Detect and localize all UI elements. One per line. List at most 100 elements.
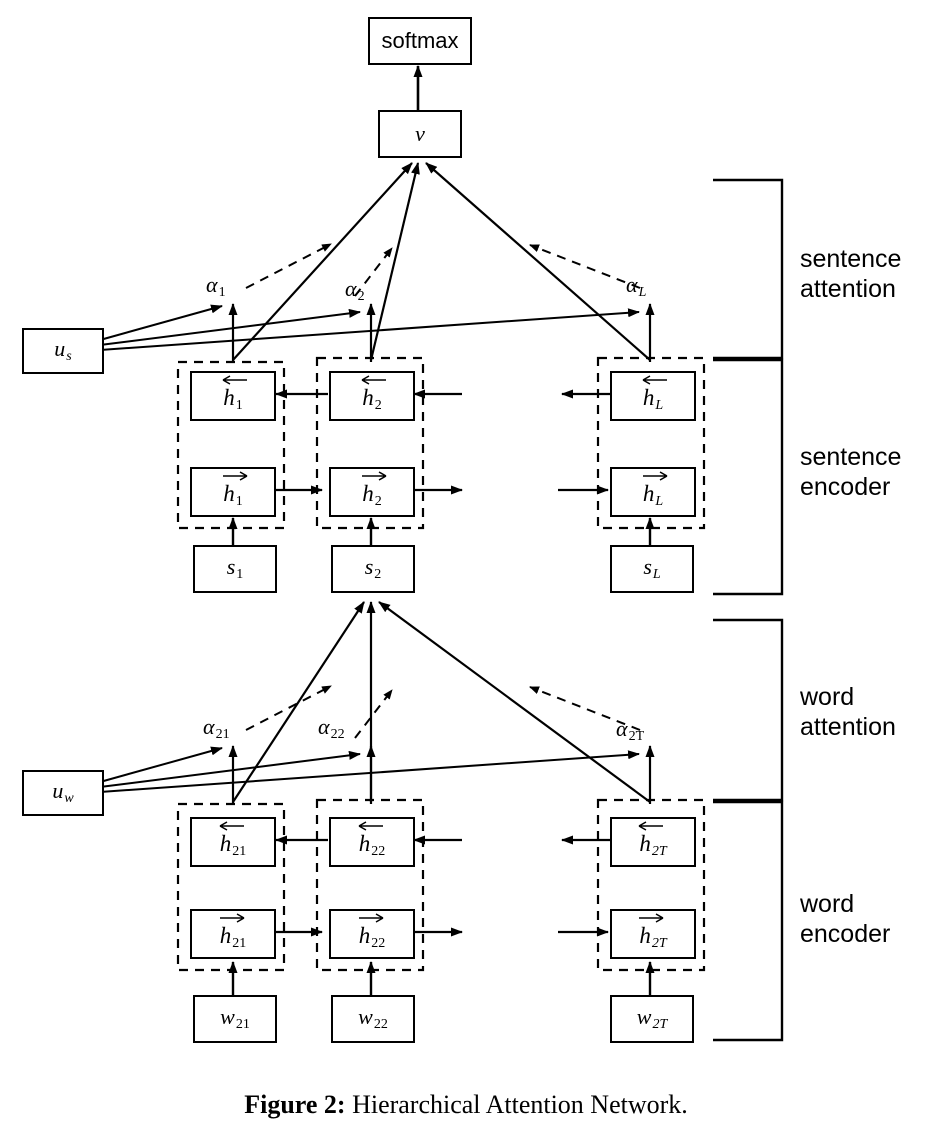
h-sub: 2T <box>651 843 667 859</box>
right-arrow-accent-icon <box>358 913 384 923</box>
word-forward-state-22[interactable]: h22 <box>329 909 415 959</box>
sentence-backward-state-L[interactable]: hL <box>610 371 696 421</box>
left-arrow-accent-icon <box>222 375 248 385</box>
h-base: h <box>639 923 651 949</box>
left-arrow-accent-icon <box>361 375 387 385</box>
h-base: h <box>358 831 371 857</box>
h-base: h <box>219 831 232 857</box>
s-sub: 1 <box>236 566 244 582</box>
sentence-forward-state-L[interactable]: hL <box>610 467 696 517</box>
document-vector-label: v <box>415 121 425 146</box>
h-base: h <box>223 385 235 411</box>
word-context-vector-box[interactable]: uw <box>22 770 104 816</box>
h-sub: 1 <box>235 493 243 509</box>
alpha-w2T-base: α <box>616 716 628 741</box>
h-base: h <box>358 923 371 949</box>
h-sub: 22 <box>371 935 386 951</box>
alpha-w22-base: α <box>318 714 330 739</box>
alpha-s2-base: α <box>345 276 357 301</box>
group-label-sentence-attention: sentence attention <box>800 245 902 303</box>
h-base: h <box>362 481 374 507</box>
h-base: h <box>223 481 235 507</box>
alpha-label-w22: α22 <box>318 714 345 743</box>
h-sub: 21 <box>232 843 247 859</box>
word-forward-state-2T[interactable]: h2T <box>610 909 696 959</box>
h-sub: 2T <box>651 935 667 951</box>
h-sub: L <box>655 397 664 413</box>
left-arrow-accent-icon <box>638 821 664 831</box>
sentence-context-vector-box[interactable]: us <box>22 328 104 374</box>
word-backward-state-21[interactable]: h21 <box>190 817 276 867</box>
sentence-input-L[interactable]: sL <box>610 545 694 593</box>
sentence-forward-state-1[interactable]: h1 <box>190 467 276 517</box>
softmax-label: softmax <box>381 28 459 53</box>
left-arrow-accent-icon <box>642 375 667 385</box>
h-base: h <box>639 831 651 857</box>
sentence-backward-state-2[interactable]: h2 <box>329 371 415 421</box>
sentence-backward-state-1[interactable]: h1 <box>190 371 276 421</box>
group-label-sentence-encoder: sentence encoder <box>800 443 902 501</box>
w-base: w <box>220 1004 235 1030</box>
word-backward-state-2T[interactable]: h2T <box>610 817 696 867</box>
sentence-forward-state-2[interactable]: h2 <box>329 467 415 517</box>
document-vector-box[interactable]: v <box>378 110 462 158</box>
w-base: w <box>358 1004 373 1030</box>
left-arrow-accent-icon <box>219 821 244 831</box>
s-base: s <box>364 554 374 580</box>
uw-sub: w <box>64 790 74 806</box>
h-base: h <box>642 481 655 507</box>
h-sub: 21 <box>232 935 247 951</box>
us-sub: s <box>66 348 72 364</box>
caption-text: Hierarchical Attention Network. <box>352 1090 688 1119</box>
alpha-sL-sub: L <box>638 284 647 300</box>
h-sub: L <box>655 493 664 509</box>
us-base: u <box>54 336 66 362</box>
word-input-2T[interactable]: w2T <box>610 995 694 1043</box>
s-base: s <box>226 554 236 580</box>
word-input-21[interactable]: w21 <box>193 995 277 1043</box>
h-sub: 22 <box>371 843 386 859</box>
uw-base: u <box>52 778 64 804</box>
alpha-label-w21: α21 <box>203 714 230 743</box>
h-sub: 1 <box>235 397 243 413</box>
w-sub: 21 <box>235 1016 250 1032</box>
left-arrow-accent-icon <box>358 821 383 831</box>
group-label-word-attention: word attention <box>800 683 896 741</box>
h-sub: 2 <box>374 493 382 509</box>
alpha-sL-base: α <box>626 272 638 297</box>
alpha-w21-base: α <box>203 714 215 739</box>
w-sub: 2T <box>652 1016 668 1032</box>
alpha-label-s1: α1 <box>206 272 226 301</box>
word-backward-state-22[interactable]: h22 <box>329 817 415 867</box>
alpha-s1-sub: 1 <box>218 284 226 300</box>
group-label-word-encoder: word encoder <box>800 890 891 948</box>
right-arrow-accent-icon <box>219 913 245 923</box>
alpha-w21-sub: 21 <box>215 726 230 742</box>
alpha-label-s2: α2 <box>345 276 365 305</box>
word-input-22[interactable]: w22 <box>331 995 415 1043</box>
right-arrow-accent-icon <box>639 913 664 923</box>
alpha-label-w2T: α2T <box>616 716 644 745</box>
h-base: h <box>642 385 655 411</box>
caption-label: Figure 2: <box>244 1090 346 1119</box>
alpha-label-sL: αL <box>626 272 646 301</box>
softmax-box[interactable]: softmax <box>368 17 472 65</box>
h-base: h <box>219 923 232 949</box>
w-sub: 22 <box>373 1016 388 1032</box>
word-forward-state-21[interactable]: h21 <box>190 909 276 959</box>
alpha-w22-sub: 22 <box>330 726 345 742</box>
sentence-input-1[interactable]: s1 <box>193 545 277 593</box>
h-sub: 2 <box>374 397 382 413</box>
right-arrow-accent-icon <box>362 471 387 481</box>
sentence-input-2[interactable]: s2 <box>331 545 415 593</box>
h-base: h <box>362 385 374 411</box>
s-base: s <box>643 554 652 580</box>
w-base: w <box>636 1004 652 1030</box>
right-arrow-accent-icon <box>223 471 248 481</box>
alpha-s1-base: α <box>206 272 218 297</box>
figure-caption: Figure 2: Hierarchical Attention Network… <box>0 1090 932 1120</box>
alpha-s2-sub: 2 <box>357 288 365 304</box>
alpha-w2T-sub: 2T <box>628 728 645 744</box>
